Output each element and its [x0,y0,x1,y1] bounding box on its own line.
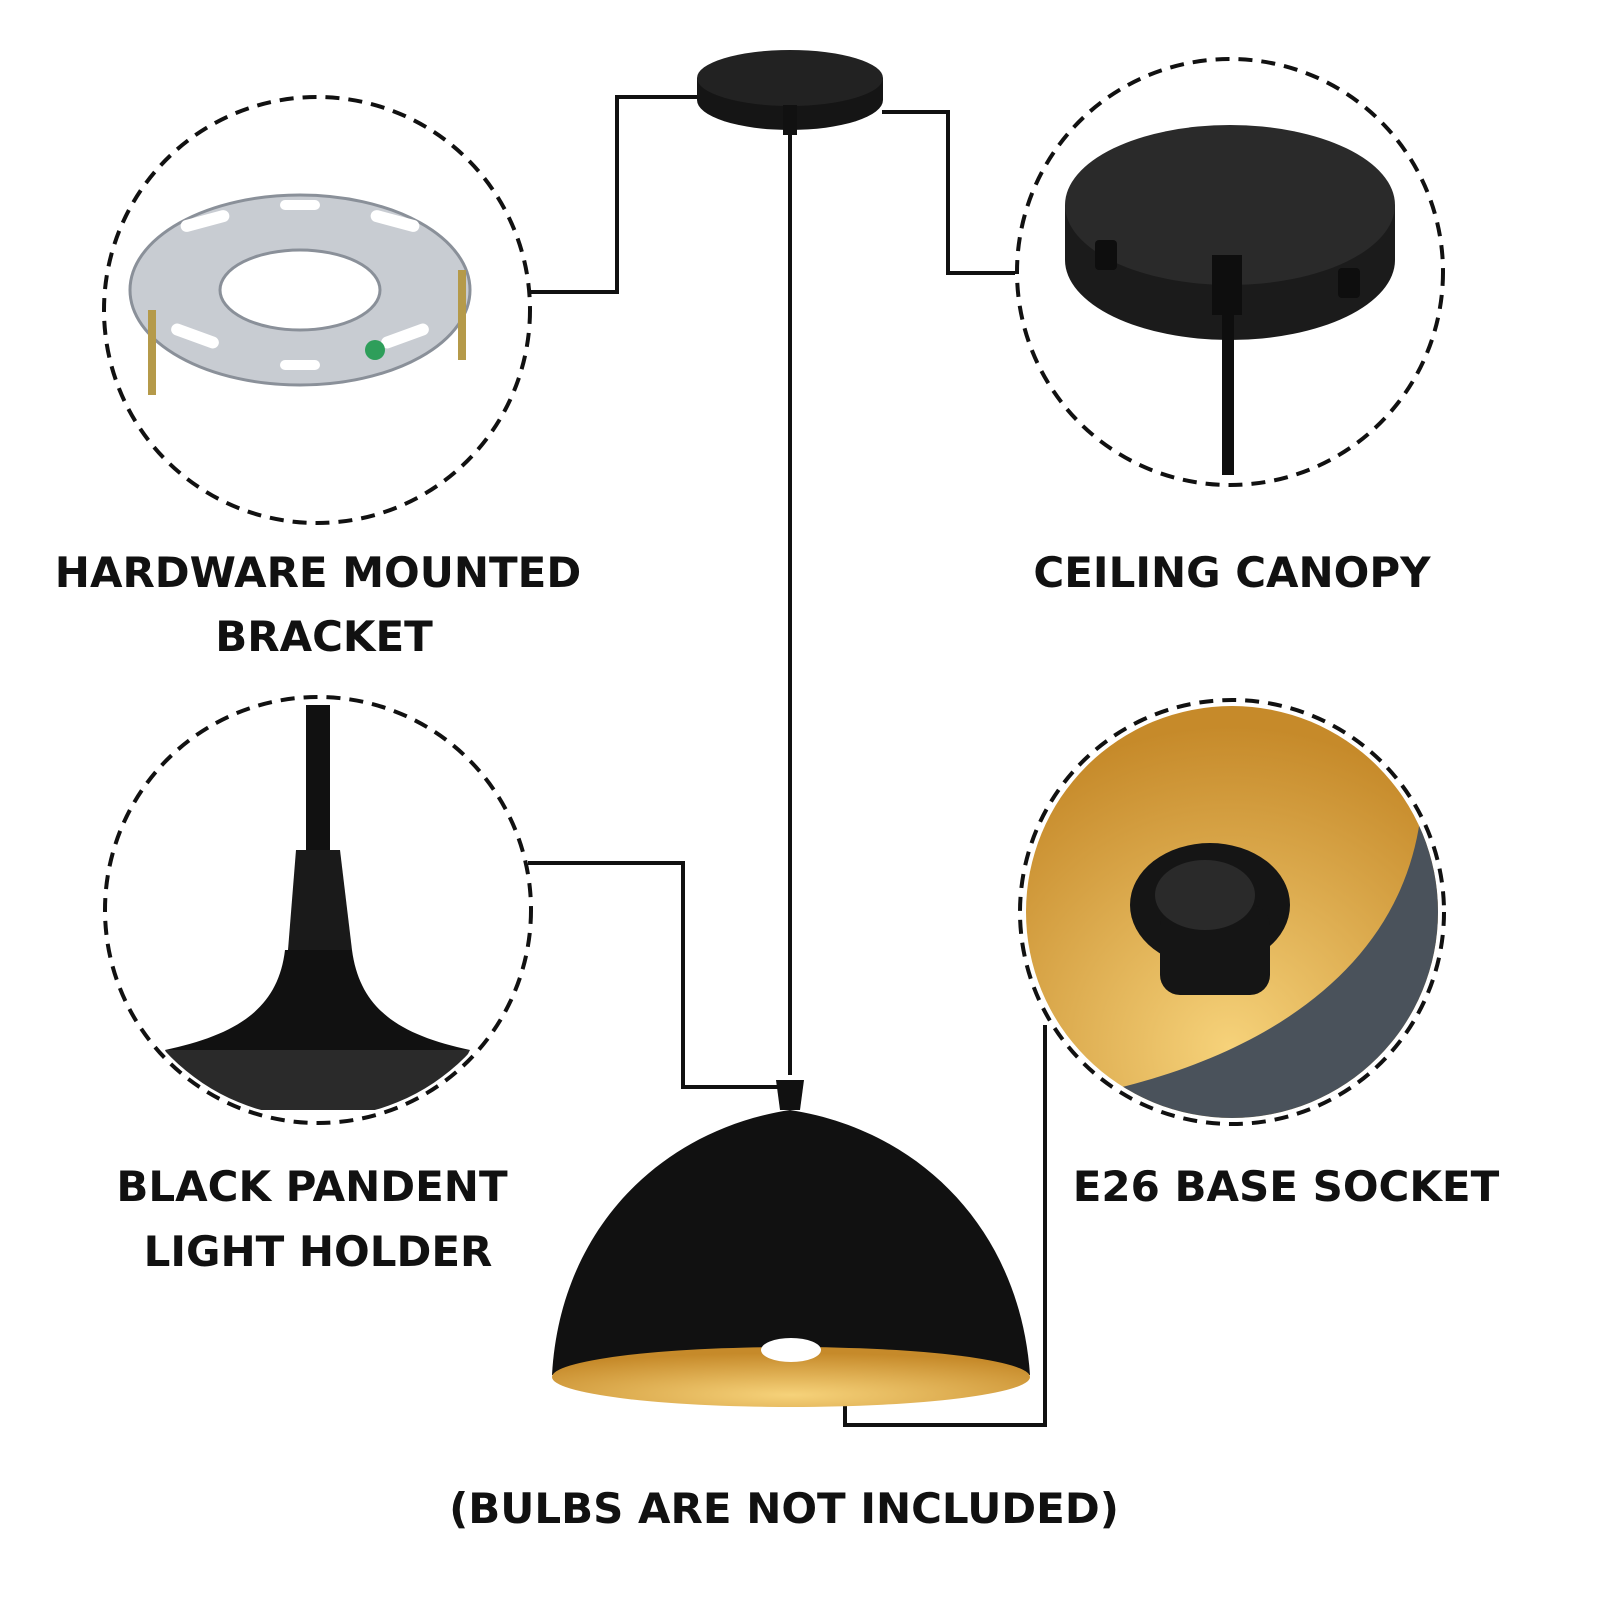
socket-image [1026,706,1438,1118]
holder-callout-circle [103,695,533,1125]
holder-label-line1: BLACK PANDENT [116,1162,508,1211]
connector-lines [528,95,1047,1427]
canopy-callout-circle [1015,57,1445,487]
socket-callout-circle [1018,698,1446,1126]
bulbs-note: (BULBS ARE NOT INCLUDED) [449,1484,1119,1533]
bracket-callout-circle [102,95,532,525]
bracket-label-line1: HARDWARE MOUNTED [54,548,582,597]
holder-label-line2: LIGHT HOLDER [143,1227,493,1276]
canopy-label: CEILING CANOPY [1033,548,1431,597]
lamp-shade [552,1080,1030,1407]
pendant-canopy [697,50,883,135]
bracket-label-line2: BRACKET [215,612,433,661]
socket-label: E26 BASE SOCKET [1072,1162,1500,1211]
light-holder-image [165,705,470,1110]
mounting-bracket-image [128,193,472,395]
ceiling-canopy-image [1065,125,1395,475]
